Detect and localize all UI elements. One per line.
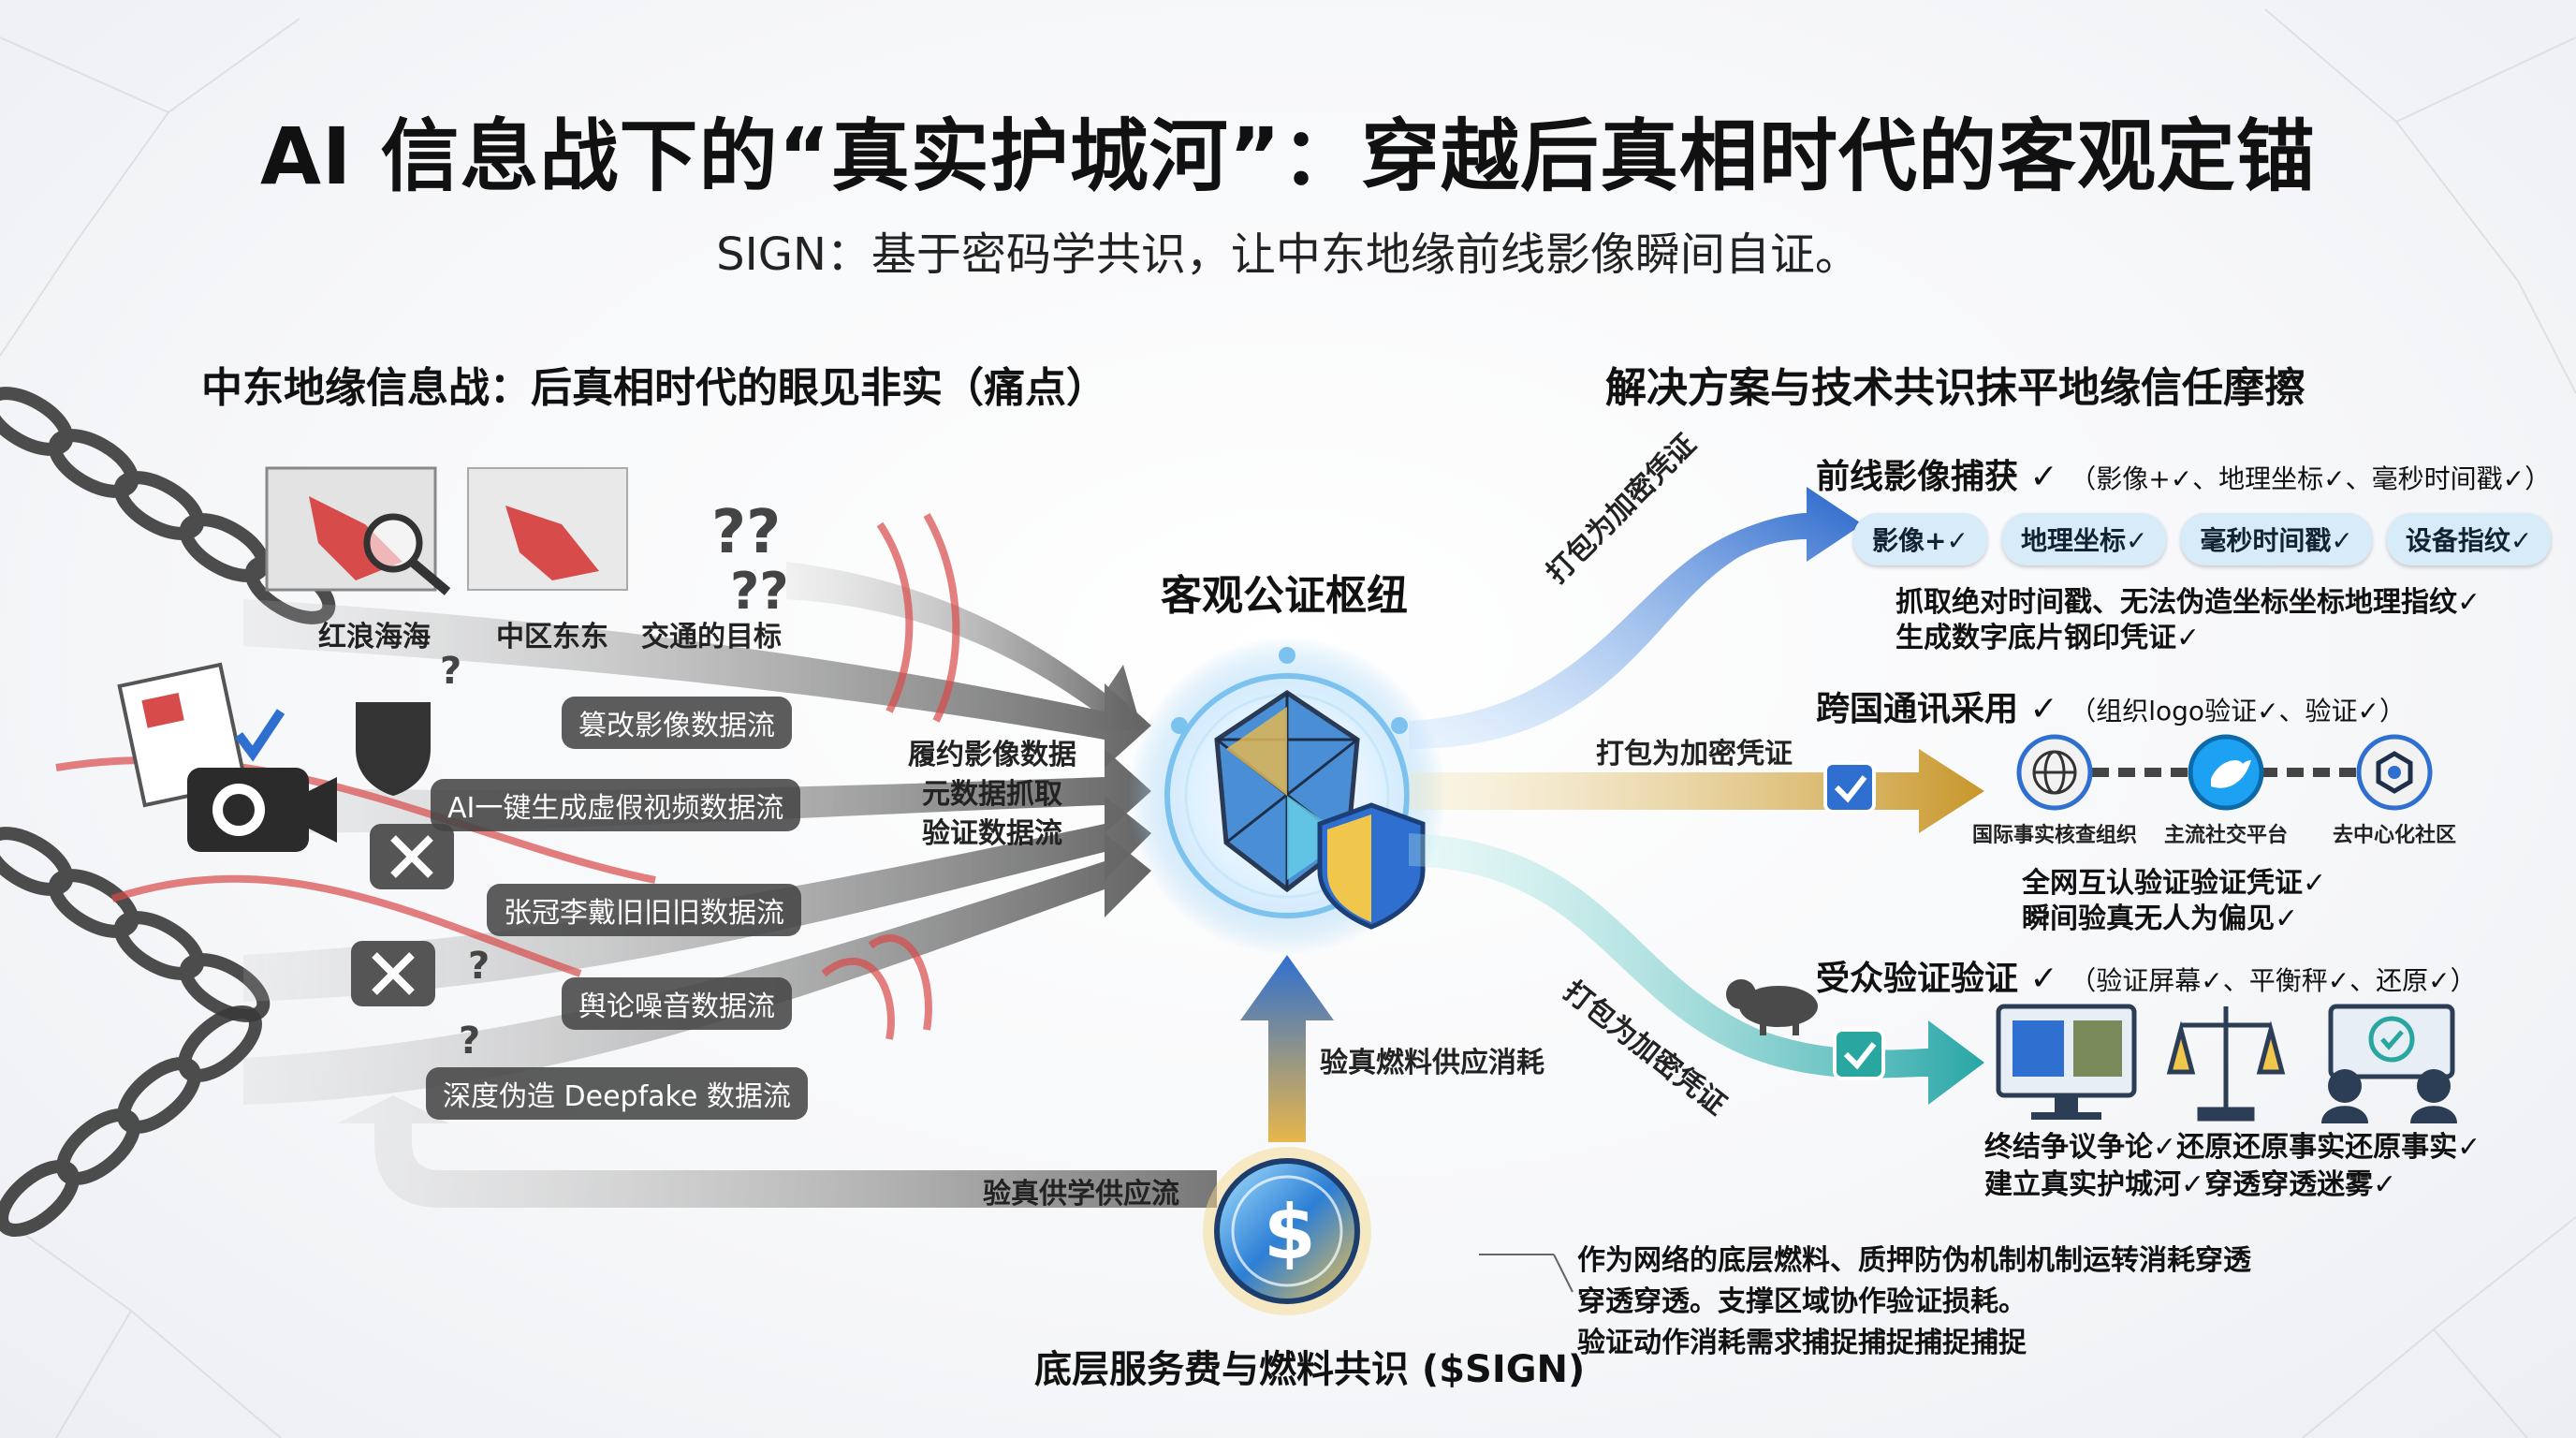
hub-back-label: 验真供学供应流: [983, 1170, 1179, 1211]
monitor-icon: [1998, 1006, 2134, 1120]
token-description: 作为网络的底层燃料、质押防伪机制机制运转消耗穿透 穿透穿透。支撑区域协作验证损耗…: [1577, 1240, 2251, 1364]
stream-label-ai-fake: AI一键生成虚假视频数据流: [431, 779, 800, 831]
solution-audience-heading: 受众验证验证 ✓ （验证屏幕✓、平衡秤✓、还原✓）: [1816, 951, 2477, 1000]
hub-title: 客观公证枢纽: [1161, 562, 1408, 622]
svg-text:?: ?: [459, 1020, 480, 1063]
solution-audience-title: 受众验证验证 ✓: [1816, 960, 2058, 998]
capture-pill-row: 影像+✓ 地理坐标✓ 毫秒时间戳✓ 设备指纹✓: [1853, 513, 2551, 565]
hub-up-label: 验真燃料供应消耗: [1320, 1039, 1544, 1080]
token-description-line: 作为网络的底层燃料、质押防伪机制机制运转消耗穿透: [1577, 1240, 2251, 1282]
svg-text:?: ?: [468, 945, 490, 988]
pill-timestamp: 毫秒时间戳✓: [2181, 513, 2371, 565]
solution-capture-detail: （影像+✓、地理坐标✓、毫秒时间戳✓）: [2070, 463, 2551, 494]
solution-capture-title: 前线影像捕获 ✓: [1816, 458, 2058, 496]
token-connector-tip: [1554, 1255, 1573, 1292]
process-text-line: 元数据抓取: [880, 775, 1105, 814]
solution-adoption-detail: （组织logo验证✓、验证✓）: [2070, 696, 2406, 726]
stream-label-noise: 舆论噪音数据流: [562, 977, 792, 1030]
verify-screen-icon: [2321, 1006, 2457, 1123]
stream-label-misattributed: 张冠李戴旧旧旧数据流: [487, 884, 801, 936]
process-text-line: 验证数据流: [880, 814, 1105, 854]
svg-text:??: ??: [730, 562, 789, 621]
stream-label-tampered: 篡改影像数据流: [562, 697, 792, 749]
pill-geo: 地理坐标✓: [2002, 513, 2166, 565]
map-label-red-sea: 红浪海海: [271, 613, 477, 654]
svg-text:?: ?: [440, 650, 461, 693]
capture-bullet-2: 生成数字底片钢印凭证✓: [1895, 614, 2200, 655]
map-icon: [267, 468, 627, 590]
solution-adoption-title: 跨国通讯采用 ✓: [1816, 690, 2058, 728]
pill-image: 影像+✓: [1853, 513, 1987, 565]
solution-adoption-heading: 跨国通讯采用 ✓ （组织logo验证✓、验证✓）: [1816, 682, 2406, 730]
page-subtitle: SIGN：基于密码学共识，让中东地缘前线影像瞬间自证。: [0, 217, 2576, 283]
right-section-heading: 解决方案与技术共识抹平地缘信任摩擦: [1605, 354, 2305, 414]
adoption-bullet-2: 瞬间验真无人为偏见✓: [2022, 895, 2298, 936]
checkbox-icon: [1825, 763, 1883, 1078]
blue-route-arrow: [1409, 487, 1863, 749]
dollar-symbol: $: [1264, 1189, 1316, 1276]
process-text-line: 履约影像数据: [880, 736, 1105, 775]
map-label-transport: 交通的目标: [608, 613, 814, 654]
left-section-heading: 中东地缘信息战：后真相时代的眼见非实（痛点）: [201, 354, 1107, 414]
mask-icon: [356, 702, 431, 796]
token-description-line: 验证动作消耗需求捕捉捕捉捕捉捕捉: [1577, 1323, 2251, 1364]
solution-audience-detail: （验证屏幕✓、平衡秤✓、还原✓）: [2070, 965, 2476, 996]
process-text: 履约影像数据 元数据抓取 验证数据流: [880, 736, 1105, 854]
audience-bullet-1: 终结争议争论✓还原还原事实还原事实✓: [1984, 1123, 2481, 1165]
svg-text:??: ??: [711, 498, 781, 567]
audience-bullet-2: 建立真实护城河✓穿透穿透迷雾✓: [1984, 1161, 2396, 1202]
stream-label-deepfake: 深度伪造 Deepfake 数据流: [426, 1067, 808, 1120]
scale-icon: [2170, 1006, 2282, 1119]
page-title: AI 信息战下的“真实护城河”：穿越后真相时代的客观定锚: [0, 94, 2576, 207]
token-label: 底层服务费与燃料共识 ($SIGN): [1034, 1339, 1585, 1393]
route-label-gold: 打包为加密凭证: [1596, 730, 1793, 771]
token-description-line: 穿透穿透。支撑区域协作验证损耗。: [1577, 1282, 2251, 1323]
node-label-community: 去中心化社区: [2291, 818, 2497, 848]
solution-capture-heading: 前线影像捕获 ✓ （影像+✓、地理坐标✓、毫秒时间戳✓）: [1816, 449, 2551, 498]
pill-device: 设备指纹✓: [2387, 513, 2551, 565]
